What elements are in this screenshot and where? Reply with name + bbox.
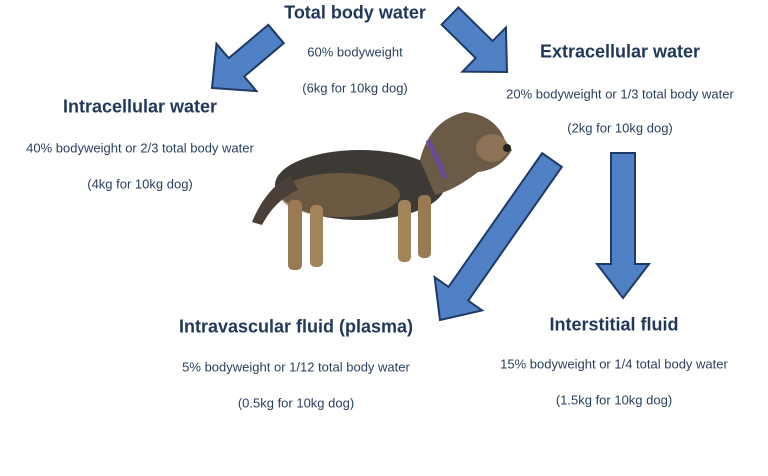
extracellular-water-kg: (2kg for 10kg dog) bbox=[567, 120, 673, 136]
extracellular-water-percent: 20% bodyweight or 1/3 total body water bbox=[506, 86, 734, 102]
intracellular-water-percent: 40% bodyweight or 2/3 total body water bbox=[26, 140, 254, 156]
arrow-to-interstitial-icon bbox=[594, 152, 652, 300]
arrow-to-intracellular-icon bbox=[210, 23, 286, 93]
arrows bbox=[210, 6, 652, 322]
intracellular-water-kg: (4kg for 10kg dog) bbox=[87, 176, 193, 192]
arrow-to-intravascular-icon bbox=[433, 151, 564, 322]
total-body-water-title: Total body water bbox=[284, 2, 426, 23]
total-body-water-percent: 60% bodyweight bbox=[307, 44, 403, 60]
intracellular-water-title: Intracellular water bbox=[62, 96, 218, 117]
intravascular-fluid-percent: 5% bodyweight or 1/12 total body water bbox=[182, 359, 410, 375]
total-body-water-kg: (6kg for 10kg dog) bbox=[302, 80, 408, 96]
interstitial-fluid-percent: 15% bodyweight or 1/4 total body water bbox=[500, 356, 728, 372]
extracellular-water-title: Extracellular water bbox=[539, 41, 701, 62]
dog-illustration bbox=[252, 112, 512, 270]
interstitial-fluid-title: Interstitial fluid bbox=[549, 314, 679, 335]
arrow-to-extracellular-icon bbox=[440, 6, 509, 74]
interstitial-fluid-kg: (1.5kg for 10kg dog) bbox=[555, 392, 673, 408]
intravascular-fluid-kg: (0.5kg for 10kg dog) bbox=[237, 395, 355, 411]
intravascular-fluid-title: Intravascular fluid (plasma) bbox=[178, 316, 414, 337]
